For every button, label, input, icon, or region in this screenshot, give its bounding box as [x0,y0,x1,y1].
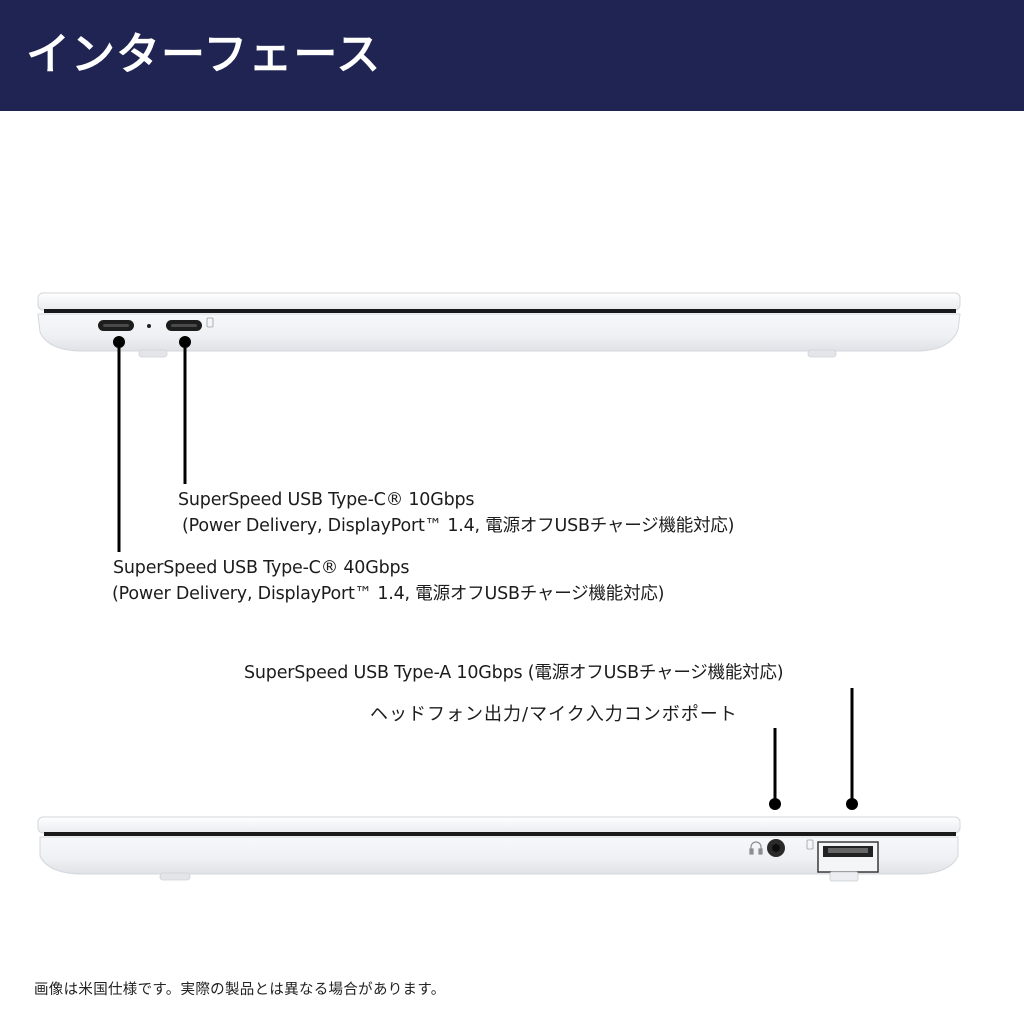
header-bar: インターフェース [0,0,1024,111]
laptop-right-side [37,688,961,882]
usb-c-port-icon [166,320,202,331]
laptop-right-lid [37,816,961,834]
callout-label-usbc-10-title: SuperSpeed USB Type-C® 10Gbps [178,490,475,510]
laptop-left-lid [37,292,961,311]
usb-a-port-icon [817,841,879,873]
laptop-right-foot [159,872,191,881]
port-symbol-icon [806,839,814,850]
callout-label-usbc-10-detail: (Power Delivery, DisplayPort™ 1.4, 電源オフU… [182,516,735,536]
laptop-left-foot [138,349,168,358]
page-title: インターフェース [26,29,382,80]
headphone-icon [749,841,763,855]
callout-dot-usbc-40 [113,336,125,348]
indicator-dot-icon [147,324,151,328]
footnote: 画像は米国仕様です。実際の製品とは異なる場合があります。 [34,982,446,998]
laptop-left-side [37,292,961,552]
port-symbol-icon [206,317,214,328]
callout-label-usba: SuperSpeed USB Type-A 10Gbps (電源オフUSBチャー… [244,663,784,683]
laptop-left-foot [807,349,837,358]
callout-label-usbc-40-title: SuperSpeed USB Type-C® 40Gbps [113,558,410,578]
laptop-left-base [37,313,961,352]
callout-dot-audio [769,798,781,810]
usb-c-port-icon [98,320,134,331]
usb-a-port-tab [829,871,859,882]
headphone-jack-icon [767,839,785,857]
callout-dot-usbc-10 [179,336,191,348]
laptop-left-seam [44,309,956,313]
laptop-right-base [39,836,959,875]
laptop-right-seam [44,832,956,836]
callout-dot-usba [846,798,858,810]
callout-label-usbc-40-detail: (Power Delivery, DisplayPort™ 1.4, 電源オフU… [112,584,665,604]
callout-label-audio: ヘッドフォン出力/マイク入力コンボポート [370,704,738,725]
